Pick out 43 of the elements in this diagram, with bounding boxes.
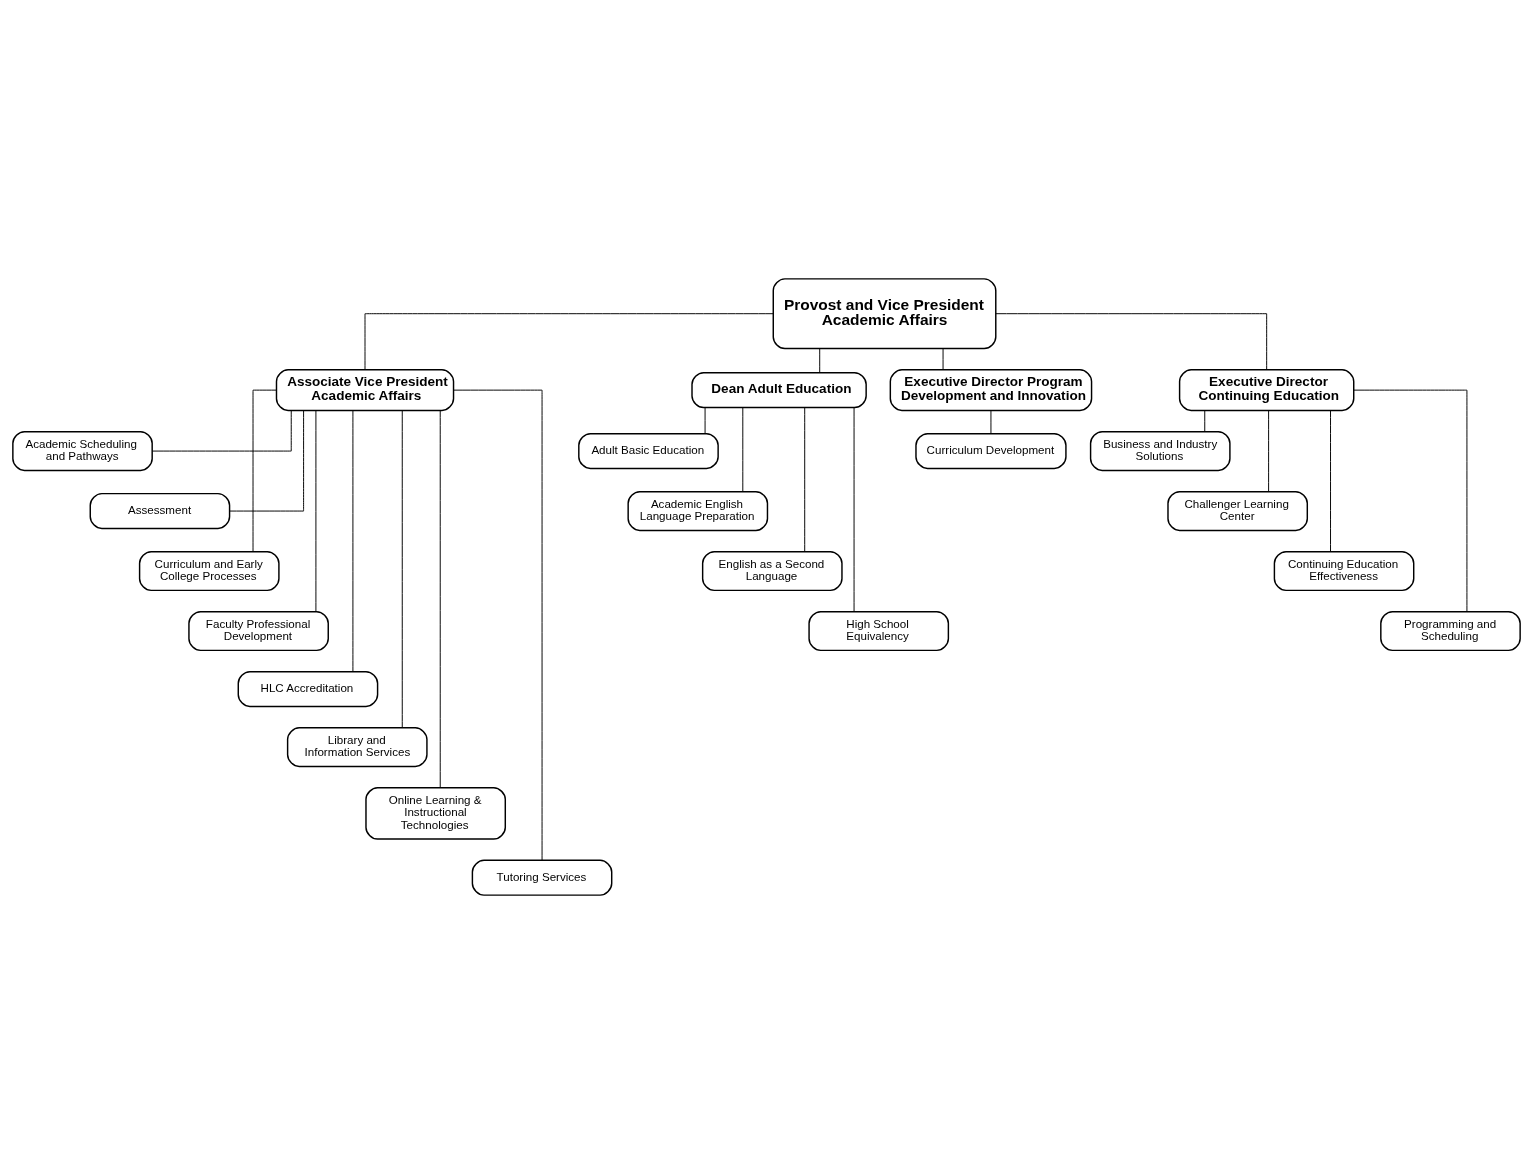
connector: [439, 409, 441, 788]
node-box: Academic English Language Preparation: [627, 490, 769, 531]
connector: [229, 409, 305, 512]
node-box: Faculty Professional Development: [188, 610, 329, 651]
connector: [1353, 389, 1468, 612]
connector: [364, 312, 774, 370]
node-box: Provost and Vice President Academic Affairs: [772, 277, 997, 349]
node-box: Library and Information Services: [286, 726, 428, 767]
connector: [819, 347, 821, 373]
node-box: English as a Second Language: [701, 550, 843, 591]
node-box: Curriculum and Early College Processes: [138, 550, 280, 591]
connector: [1330, 409, 1331, 552]
node-box: Executive Director Program Development and Innovation: [889, 368, 1093, 411]
connector: [853, 406, 855, 612]
node-box: High School Equivalency: [808, 610, 950, 651]
node-box: HLC Accreditation: [237, 670, 379, 707]
node-box: Tutoring Services: [471, 859, 613, 896]
connector: [1204, 409, 1206, 432]
node-box: Assessment: [89, 492, 231, 529]
node-box: Continuing Education Effectiveness: [1273, 550, 1415, 591]
node-box: Executive Director Continuing Education: [1178, 368, 1355, 411]
node-box: Challenger Learning Center: [1167, 490, 1309, 531]
connector: [742, 406, 744, 492]
connector: [990, 409, 992, 434]
connector: [995, 312, 1268, 370]
connector: [352, 409, 354, 672]
node-box: Dean Adult Education: [691, 371, 867, 408]
connector: [151, 409, 292, 452]
connector: [704, 406, 706, 434]
node-box: Associate Vice President Academic Affairs: [275, 368, 455, 411]
connector: [453, 389, 543, 861]
connector: [804, 406, 806, 552]
connector: [1268, 409, 1270, 492]
node-box: Business and Industry Solutions: [1089, 430, 1231, 471]
node-box: Curriculum Development: [915, 432, 1067, 469]
connector: [252, 389, 277, 552]
connector: [315, 409, 317, 612]
node-box: Adult Basic Education: [578, 432, 719, 469]
connector: [942, 347, 944, 370]
node-box: Online Learning & Instructional Technologies: [365, 786, 506, 840]
node-box: Programming and Scheduling: [1380, 610, 1521, 651]
connector: [401, 409, 403, 728]
node-box: Academic Scheduling and Pathways: [12, 430, 153, 471]
